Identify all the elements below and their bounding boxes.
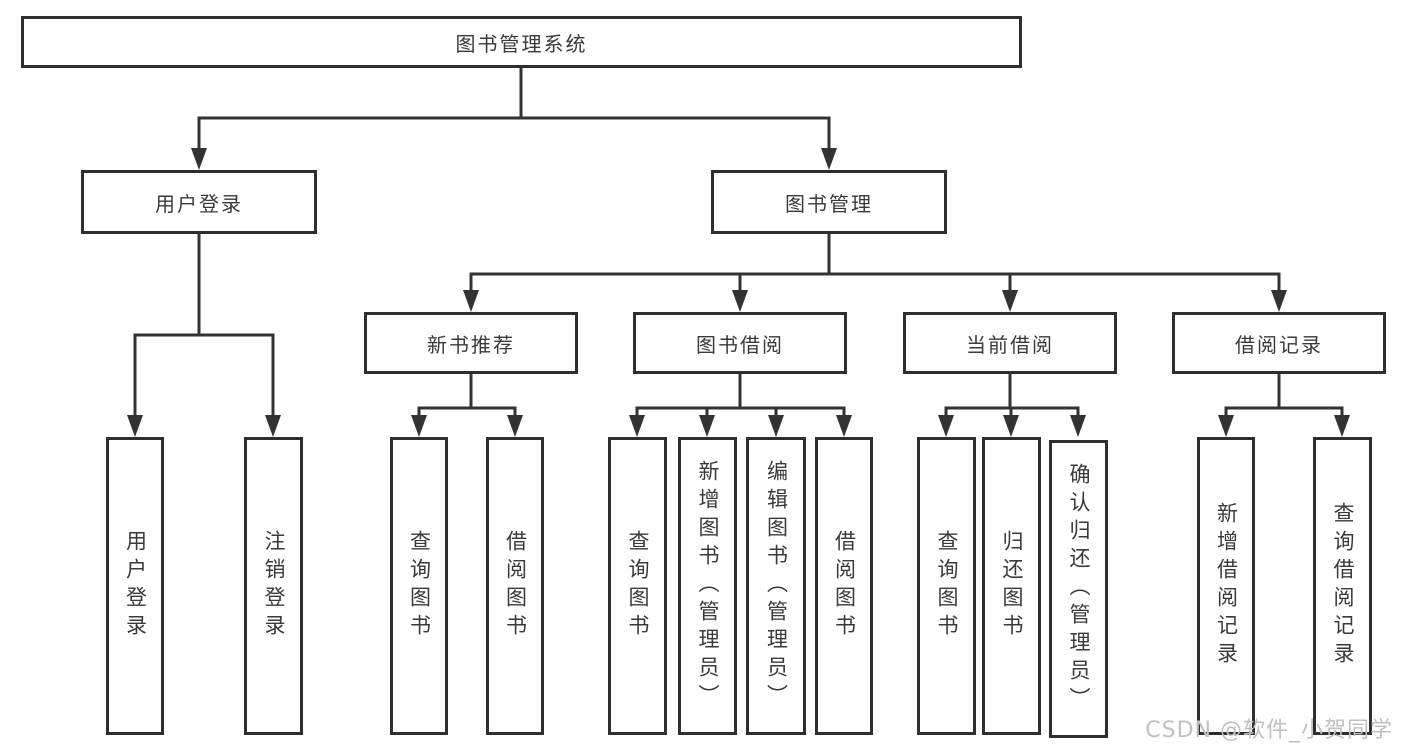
node-label: 图书管理系统 <box>455 31 588 56</box>
node-label: 新增图书（管理员） <box>696 460 720 712</box>
leaf-add-book-admin: 新增图书（管理员） <box>678 437 737 735</box>
node-label: 归还图书 <box>1000 530 1024 642</box>
node-label: 借阅记录 <box>1235 332 1323 357</box>
leaf-user-login: 用户登录 <box>106 437 164 735</box>
node-label: 查询借阅记录 <box>1331 502 1355 670</box>
node-label: 查询图书 <box>935 530 959 642</box>
node-user-login: 用户登录 <box>81 170 317 234</box>
leaf-edit-book-admin: 编辑图书（管理员） <box>746 437 806 735</box>
leaf-borrow-books-recommend: 借阅图书 <box>486 437 544 735</box>
node-label: 确认归还（管理员） <box>1067 463 1091 715</box>
node-book-management: 图书管理 <box>711 170 947 234</box>
node-label: 当前借阅 <box>966 332 1054 357</box>
node-label: 图书管理 <box>785 191 873 216</box>
node-book-borrow: 图书借阅 <box>633 312 847 374</box>
node-label: 用户登录 <box>123 530 148 642</box>
node-current-borrow: 当前借阅 <box>903 312 1117 374</box>
node-label: 借阅图书 <box>832 530 857 642</box>
node-label: 注销登录 <box>262 530 286 642</box>
node-label: 查询图书 <box>407 530 432 642</box>
node-label: 图书借阅 <box>696 332 784 357</box>
node-label: 用户登录 <box>155 191 243 216</box>
node-new-book-recommend: 新书推荐 <box>364 312 578 374</box>
node-label: 新增借阅记录 <box>1214 502 1239 670</box>
leaf-confirm-return-admin: 确认归还（管理员） <box>1049 440 1108 738</box>
leaf-query-books-recommend: 查询图书 <box>390 437 448 735</box>
leaf-query-borrow-record: 查询借阅记录 <box>1313 437 1372 735</box>
leaf-return-books: 归还图书 <box>982 437 1041 735</box>
node-label: 查询图书 <box>626 530 650 642</box>
leaf-query-books-current: 查询图书 <box>917 437 976 735</box>
node-label: 借阅图书 <box>503 530 528 642</box>
node-library-management-system: 图书管理系统 <box>21 16 1022 68</box>
leaf-query-books-borrow: 查询图书 <box>608 437 667 735</box>
node-label: 新书推荐 <box>427 332 515 357</box>
csdn-watermark: CSDN @软件_小贺同学 <box>1145 718 1393 743</box>
leaf-add-borrow-record: 新增借阅记录 <box>1197 437 1255 735</box>
node-label: 编辑图书（管理员） <box>764 460 789 712</box>
leaf-borrow-books: 借阅图书 <box>815 437 873 735</box>
node-borrow-records: 借阅记录 <box>1172 312 1386 374</box>
leaf-logout: 注销登录 <box>244 437 303 735</box>
